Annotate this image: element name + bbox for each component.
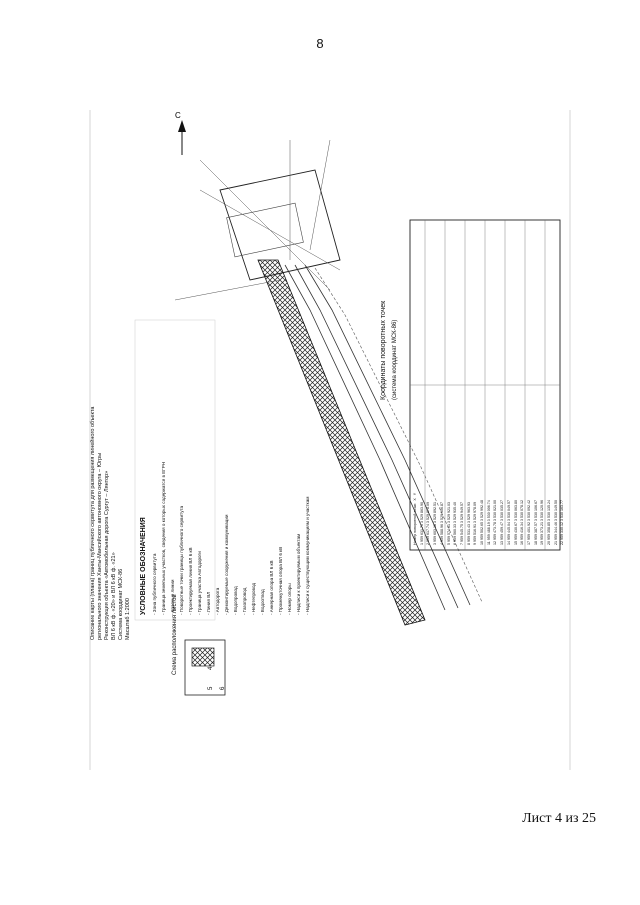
road-edge-3 [304,264,471,606]
title-line: Реконструкция объекта «Автомобильная дор… [104,470,110,640]
scheme-sheet-label: 6 [220,686,226,690]
map-plan: С [89,110,571,770]
table-row: 4 959 588.96 3 529 906.87 [439,502,444,545]
legend-item: - Промежуточная опора ВЛ 6 кВ [278,546,283,615]
table-row: 12 959 473.78 3 530 021.00 [493,500,498,545]
legend-item: - Красные линии [170,579,175,615]
leader-line-3 [309,139,331,251]
coords-header: Номер поворотной точки X Y [413,492,417,545]
sheet-counter: Лист 4 из 25 [522,811,596,826]
table-row: 8 959 531.43 3 529 963.93 [466,502,471,545]
legend-item: - Проектируемая линия ВЛ 6 кВ [188,547,193,615]
legend-item: - Водопровод [233,586,238,615]
legend-item: - Линия ВЛ [206,591,211,615]
cadastral-drawing: С Описание карты (плана) границ публично… [80,100,580,780]
legend-item: - Газопровод [242,587,247,615]
legend-item: - Надписи к проектируемым объектам [296,533,301,615]
legend-item: - Автодорога [215,587,220,615]
coords-table: Номер поворотной точки X Y 1 959 631.70 … [412,493,566,545]
table-row: 6 959 560.33 3 529 935.40 [453,502,458,545]
table-row: 11 959 488.19 3 530 006.74 [486,500,491,545]
table-row: 19 959 373.21 3 530 120.96 [540,500,545,545]
title-block: Описание карты (плана) границ публичного… [90,407,132,640]
legend-item: - Поворотные точки границы публичного се… [179,505,184,615]
coords-title: Координаты поворотных точек [380,300,387,400]
legend-item: - Надписи к существующим коммуникациям и… [305,496,310,615]
road-axis [314,267,483,603]
parking-area [226,202,304,258]
title-line: регионального значения Ханты-Мансийского… [97,452,103,640]
legend-item: - Водоотвод [260,589,265,615]
leader-line-2 [199,189,341,271]
table-row: 18 959 387.57 3 530 106.67 [533,500,538,545]
legend-item: - Номер опоры [287,583,292,615]
page-number: 8 [316,36,324,51]
legend-item: - Анкерная опора ВЛ 6 кВ [269,560,274,615]
table-row: 13 959 459.47 3 530 035.27 [500,500,505,545]
title-line: Описание карты (плана) границ публичного… [90,406,96,640]
table-row: 20 959 358.85 3 530 135.24 [547,500,552,545]
legend-list: - Зона публичного сервитута - Граница зе… [150,462,312,615]
legend-item: - Зона публичного сервитута [152,553,157,615]
legend-frame [134,319,216,621]
scheme-sheet-label: 4 [208,666,214,670]
legend-title: УСЛОВНЫЕ ОБОЗНАЧЕНИЯ [140,517,147,615]
north-arrow-icon: С [175,111,186,155]
table-row: 15 959 430.67 3 530 063.80 [513,500,518,545]
table-row: 14 959 445.04 3 530 049.57 [506,500,511,545]
table-row: 3 959 603.18 3 529 892.51 [433,502,438,545]
title-line: Масштаб 1:2000 [125,598,131,640]
road-edge-2 [294,264,459,609]
scheme-current-sheet [191,647,215,667]
legend-item: - Граница участка Автодороги [197,551,202,615]
svg-text:С: С [175,111,181,120]
table-row: 16 959 416.34 3 530 078.12 [520,500,525,545]
leader-line-5 [174,279,281,301]
leader-line-1 [199,159,331,291]
table-row: 5 959 574.61 3 529 921.03 [446,502,451,545]
building-outline [219,169,341,281]
scheme-sheet-label: 5 [208,686,214,690]
legend-item: - Нефтепровод [251,582,256,615]
legend-item: - Демонтируемые сооружения и коммуникаци… [224,514,229,615]
table-row: 9 959 516.91 3 529 978.09 [473,502,478,545]
table-row: 21 959 344.46 3 530 149.50 [553,500,558,545]
coords-subtitle: (система координат МСК-86) [392,319,398,400]
table-row: 2 959 617.74 3 529 878.09 [426,502,431,545]
legend-item: - Граница земельных участков, сведения о… [161,461,166,615]
table-row: 7 959 545.75 3 529 949.57 [459,502,464,545]
coords-table-grid [410,220,560,550]
scheme-frame [184,639,226,696]
title-line: ВЛ 6 кВ ф. «20» и ВЛ 6 кВ ф. «21» [111,552,117,640]
table-row: 22 959 330.12 3 530 163.77 [560,500,565,545]
table-row: 1 959 631.70 3 529 863.90 [419,502,424,545]
table-row: 17 959 401.92 3 530 092.42 [526,500,531,545]
title-line: Система координат МСК-86 [118,568,124,640]
road-edge-1 [284,264,446,611]
servitude-zone-hatch [257,259,426,626]
table-row: 10 959 502.65 3 529 992.48 [480,500,485,545]
